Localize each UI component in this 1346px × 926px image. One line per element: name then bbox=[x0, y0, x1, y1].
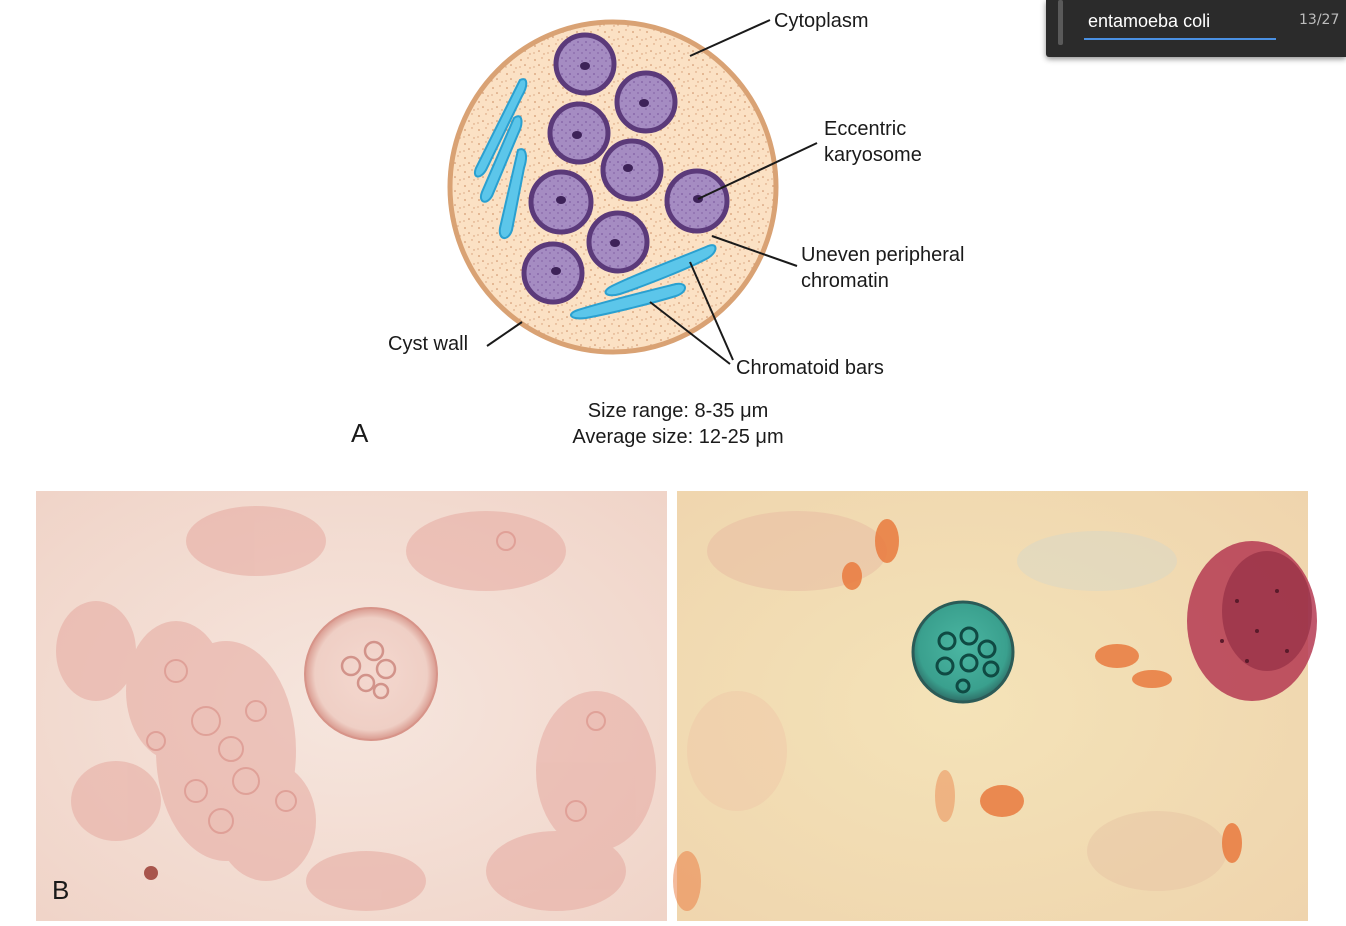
panel-label-b: B bbox=[52, 875, 70, 905]
micrograph-pink bbox=[36, 491, 667, 921]
panel-label-a: A bbox=[351, 418, 369, 448]
label-cytoplasm: Cytoplasm bbox=[774, 10, 869, 32]
label-chromatoid-bars: Chromatoid bars bbox=[736, 357, 884, 379]
cyst-illustration bbox=[447, 19, 818, 365]
nuclei bbox=[521, 32, 730, 305]
micrograph-yellow bbox=[673, 491, 1317, 921]
label-uneven-peripheral-chromatin: Uneven peripheral chromatin bbox=[801, 244, 965, 292]
find-widget: 13/27 bbox=[1046, 0, 1346, 57]
cyst-diagram: Cytoplasm Eccentric karyosome Uneven per… bbox=[351, 10, 965, 450]
label-eccentric-karyosome: Eccentric karyosome bbox=[824, 118, 922, 166]
find-input[interactable] bbox=[1084, 4, 1276, 40]
karyosomes bbox=[551, 62, 703, 275]
micrograph-unstained: B bbox=[36, 491, 667, 921]
size-range-text: Size range: 8-35 μm bbox=[587, 400, 769, 422]
find-widget-resize-handle[interactable] bbox=[1058, 0, 1063, 45]
size-info: Size range: 8-35 μm Average size: 12-25 … bbox=[528, 398, 828, 450]
chromatoid-bars-left bbox=[474, 78, 528, 239]
average-size-text: Average size: 12-25 μm bbox=[572, 426, 784, 448]
label-cyst-wall: Cyst wall bbox=[388, 333, 469, 355]
chromatoid-bars-bottom bbox=[570, 244, 717, 320]
find-match-count: 13/27 bbox=[1299, 12, 1340, 28]
micrograph-trichrome bbox=[673, 491, 1317, 921]
leader-lines bbox=[486, 19, 818, 365]
